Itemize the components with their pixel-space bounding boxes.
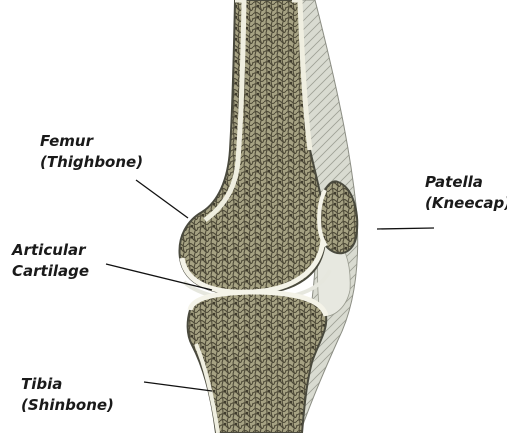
label-tibia-line1: Tibia <box>21 374 114 395</box>
label-femur-line1: Femur <box>40 131 143 152</box>
label-patella-line1: Patella <box>425 172 507 193</box>
label-patella-line2: (Kneecap) <box>425 193 507 214</box>
label-tibia-line2: (Shinbone) <box>21 395 114 416</box>
label-femur-line2: (Thighbone) <box>40 152 143 173</box>
patella-leader <box>377 228 434 229</box>
label-articular-line2: Cartilage <box>12 261 89 282</box>
femur-leader <box>136 180 188 218</box>
tibia-leader <box>144 382 212 391</box>
label-patella: Patella (Kneecap) <box>425 172 507 214</box>
label-articular-cartilage: Articular Cartilage <box>12 240 89 282</box>
label-articular-line1: Articular <box>12 240 89 261</box>
label-tibia: Tibia (Shinbone) <box>21 374 114 416</box>
label-femur: Femur (Thighbone) <box>40 131 143 173</box>
